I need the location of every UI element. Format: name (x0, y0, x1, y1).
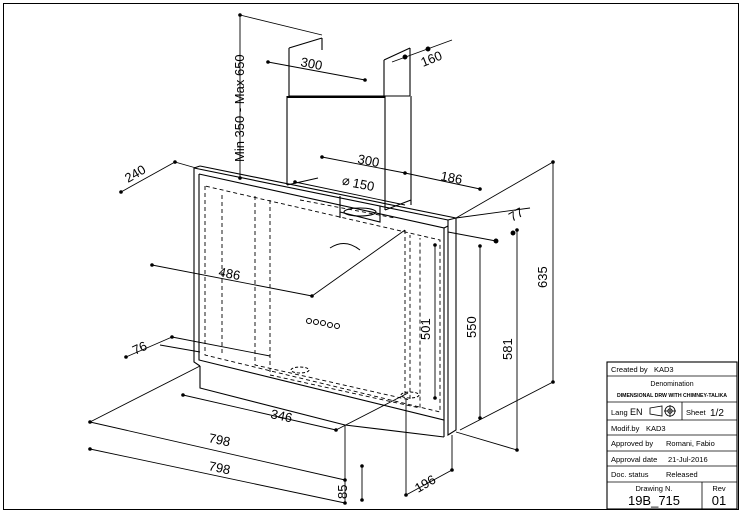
tb-created-label: Created by (611, 365, 648, 374)
dim-total-height: 635 (535, 266, 550, 288)
hood-body (193, 165, 457, 438)
dim-top-depth: 77 (506, 204, 526, 224)
tb-approval-date-value: 21-Jul-2016 (668, 455, 708, 464)
chimney (286, 37, 412, 211)
dim-base-depth: 196 (412, 472, 438, 496)
dim-chimney-width: 300 (299, 54, 323, 73)
title-block: Created by KAD3 Denomination DIMENSIONAL… (606, 361, 738, 510)
tb-doc-status-label: Doc. status (611, 470, 649, 479)
dim-inner-width: 486 (217, 264, 241, 283)
tb-sheet-label: Sheet (686, 408, 707, 417)
dimension-labels: Min 350 - Max 650 300 160 240 300 ⌀ 150 … (122, 48, 550, 499)
dim-outlet-offset: 300 (356, 151, 380, 170)
tb-approved-label: Approved by (611, 439, 653, 448)
dim-width-front: 798 (207, 430, 231, 449)
dim-bottom-width: 346 (269, 406, 293, 425)
tb-modif-label: Modif.by (611, 424, 640, 433)
first-angle-projection-icon (649, 405, 676, 417)
bottom-light-right (400, 391, 420, 399)
tb-lang-value: EN (630, 407, 643, 417)
dim-chimney-height: Min 350 - Max 650 (232, 54, 247, 162)
dim-base-height: 85 (335, 485, 350, 499)
tb-approval-date-label: Approval date (611, 455, 657, 464)
dim-side-depth: 240 (122, 162, 148, 186)
tb-drawing-label: Drawing N. (635, 484, 672, 493)
dimension-lines (88, 13, 555, 505)
bottom-light-left (290, 366, 310, 374)
dim-body-height: 550 (464, 316, 479, 338)
tb-lang-label: Lang (611, 408, 628, 417)
tb-drawing-value: 19B_715 (628, 493, 680, 508)
tb-denomination-label: Denomination (650, 381, 693, 388)
tb-approved-value: Romani, Fabio (666, 439, 715, 448)
dim-outlet-diameter-symbol: ⌀ (342, 173, 350, 188)
tb-denomination-value: DIMENSIONAL DRW WITH CHIMNEY-TALIKA (617, 393, 727, 399)
tb-sheet-value: 1/2 (710, 408, 724, 419)
light-arc (329, 243, 361, 251)
tb-rev-label: Rev (712, 484, 726, 493)
drawing-frame (3, 3, 739, 510)
dim-side-height: 581 (500, 338, 515, 360)
dim-outlet-side: 186 (439, 168, 463, 187)
dim-bottom-offset: 76 (130, 338, 149, 358)
tb-rev-value: 01 (712, 493, 726, 508)
dim-panel-height: 501 (418, 318, 433, 340)
dim-outlet-diameter: 150 (351, 175, 375, 194)
control-buttons (306, 318, 340, 329)
tb-modif-value: KAD3 (646, 424, 666, 433)
dim-width-back: 798 (207, 458, 231, 477)
tb-created-value: KAD3 (654, 365, 674, 374)
tb-doc-status-value: Released (666, 470, 698, 479)
